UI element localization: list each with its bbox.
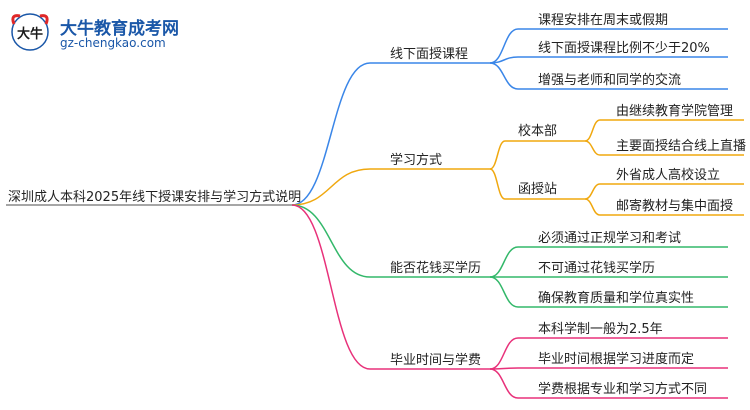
leaf-label: 毕业时间根据学习进度而定 [538,351,694,367]
bull-logo-icon: 大牛 [11,13,49,51]
branch-label: 学习方式 [390,152,442,168]
sub-branch-connector [489,168,506,200]
branch-connector [291,204,371,278]
leaf-label: 必须通过正规学习和考试 [538,230,681,246]
leaf-connector [489,62,519,90]
leaf-connector [584,119,601,142]
branch-connector [291,204,371,370]
leaf-label: 由继续教育学院管理 [616,103,733,119]
branch-label: 能否花钱买学历 [390,260,481,276]
leaf-label: 课程安排在周末或假期 [538,13,668,28]
leaf-label: 学费根据专业和学习方式不同 [538,381,707,397]
leaf-label: 本科学制一般为2.5年 [538,321,663,337]
leaf-label: 不可通过花钱买学历 [538,260,655,276]
leaf-connector [584,183,601,200]
leaf-connector [489,368,519,399]
sub-branch-label: 函授站 [518,182,557,197]
branch-label: 毕业时间与学费 [390,352,481,368]
leaf-label: 线下面授课程比例不少于20% [538,41,710,56]
leaf-connector [489,246,519,278]
leaf-connector [584,198,601,216]
site-logo: 大牛 大牛教育成考网 gz-chengkao.com [8,10,198,52]
sub-branch-connector [489,140,506,170]
leaf-connector [489,337,519,370]
logo-emblem-text: 大牛 [17,26,43,42]
branch-connector [291,62,371,206]
leaf-label: 确保教育质量和学位真实性 [538,290,694,306]
leaf-label: 增强与老师和同学的交流 [538,72,681,88]
leaf-connector [584,140,601,156]
sub-branch-label: 校本部 [518,123,557,139]
branch-label: 线下面授课程 [390,47,468,62]
leaf-label: 邮寄教材与集中面授 [616,198,733,214]
logo-title: 大牛教育成考网 [60,19,179,39]
leaf-connector [489,28,519,64]
root-topic: 深圳成人本科2025年线下授课安排与学习方式说明 [8,189,301,205]
leaf-connector [489,56,519,64]
leaf-label: 主要面授结合线上直播 [616,139,746,154]
leaf-connector [489,276,519,308]
logo-url: gz-chengkao.com [60,36,166,50]
leaf-label: 外省成人高校设立 [616,167,720,183]
branch-connector [291,168,371,206]
